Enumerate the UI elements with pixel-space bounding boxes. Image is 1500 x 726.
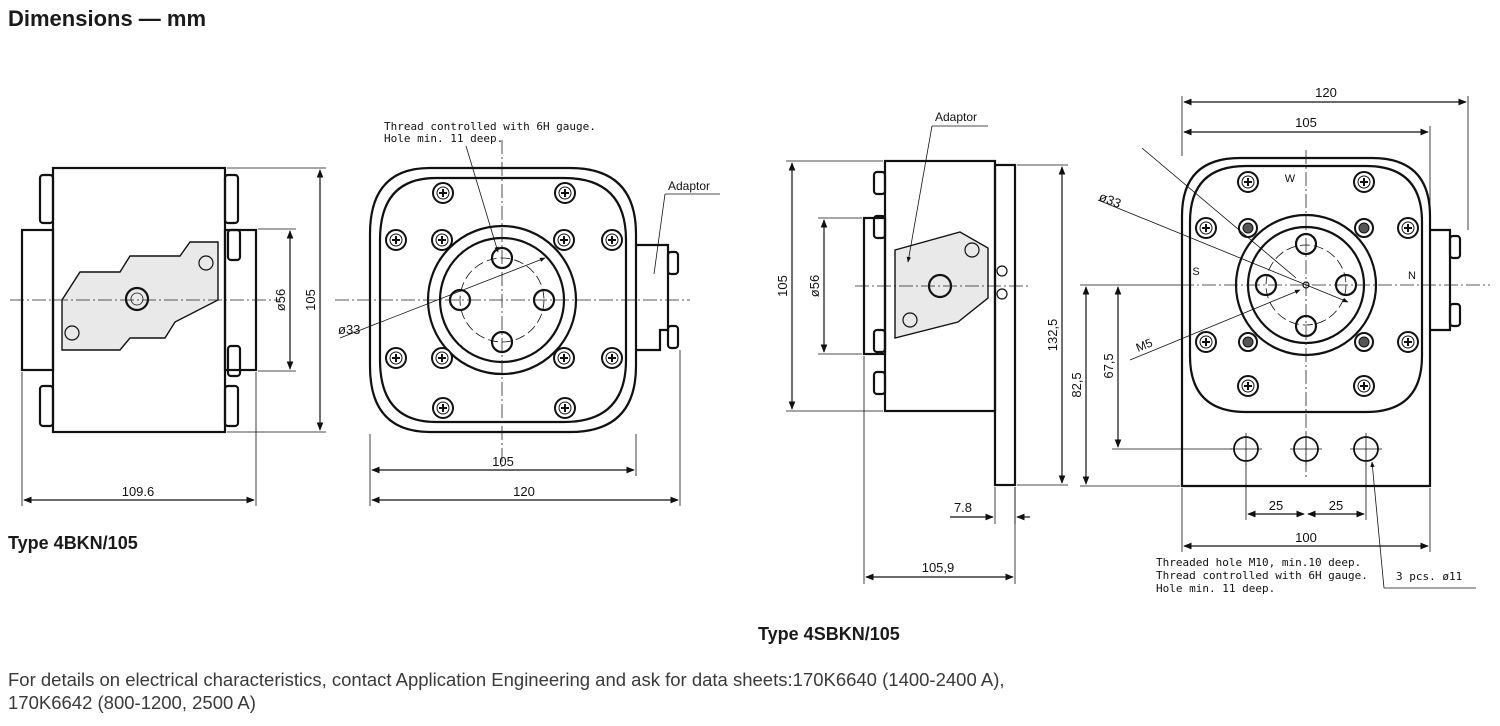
thread-note-2: Hole min. 11 deep.: [384, 132, 503, 145]
view-4bkn-front: Thread controlled with 6H gauge. Hole mi…: [335, 120, 720, 506]
dim-dia56-2: ø56: [807, 275, 822, 297]
dimension-drawing: 109.6 ø56 105 Thre: [10, 85, 1490, 595]
dim-dia33: ø33: [338, 322, 360, 337]
label-w: W: [1285, 173, 1296, 185]
dim-dia: ø56: [273, 289, 288, 311]
adaptor-label-2: Adaptor: [935, 110, 977, 124]
dim-plate: 7.8: [954, 500, 972, 515]
m10-note-2: Thread controlled with 6H gauge.: [1156, 569, 1368, 582]
label-s: S: [1192, 266, 1199, 278]
m10-note-3: Hole min. 11 deep.: [1156, 582, 1275, 595]
dim-total: 132,5: [1045, 319, 1060, 352]
dim-height: 105: [303, 289, 318, 311]
type-4bkn-label: Type 4BKN/105: [8, 533, 138, 553]
holes-note: 3 pcs. ø11: [1396, 570, 1462, 583]
page-title: Dimensions — mm: [8, 6, 207, 31]
dim-100: 100: [1295, 530, 1317, 545]
view-4sbkn-side: Adaptor 105 ø56 132,5 7.8 105,9: [775, 110, 1068, 584]
dim-length: 105,9: [922, 560, 955, 575]
dim-25b: 25: [1329, 498, 1343, 513]
view-4sbkn-front: ø33 M5 W S N 120 105 82,5 67,5 25 25 100…: [1069, 85, 1490, 595]
dim-top-inner: 105: [1295, 115, 1317, 130]
dim-width: 109.6: [122, 484, 155, 499]
dim-outer: 120: [513, 484, 535, 499]
type-4sbkn-label: Type 4SBKN/105: [758, 624, 900, 644]
dim-inner: 105: [492, 454, 514, 469]
thread-note-1: Thread controlled with 6H gauge.: [384, 120, 596, 133]
view-4bkn-side: 109.6 ø56 105: [10, 166, 326, 506]
footer-line-1: For details on electrical characteristic…: [8, 669, 1005, 690]
dim-825: 82,5: [1069, 372, 1084, 397]
dim-height-2: 105: [775, 275, 790, 297]
dim-dia33-2: ø33: [1097, 189, 1123, 211]
dim-675: 67,5: [1101, 353, 1116, 378]
adaptor-label: Adaptor: [668, 179, 710, 193]
m10-note-1: Threaded hole M10, min.10 deep.: [1156, 556, 1361, 569]
dim-25a: 25: [1269, 498, 1283, 513]
footer-line-2: 170K6642 (800-1200, 2500 A): [8, 692, 256, 713]
dim-thread: M5: [1134, 335, 1155, 354]
label-n: N: [1408, 270, 1416, 282]
footer-note: For details on electrical characteristic…: [8, 668, 1308, 714]
dim-top-outer: 120: [1315, 85, 1337, 100]
